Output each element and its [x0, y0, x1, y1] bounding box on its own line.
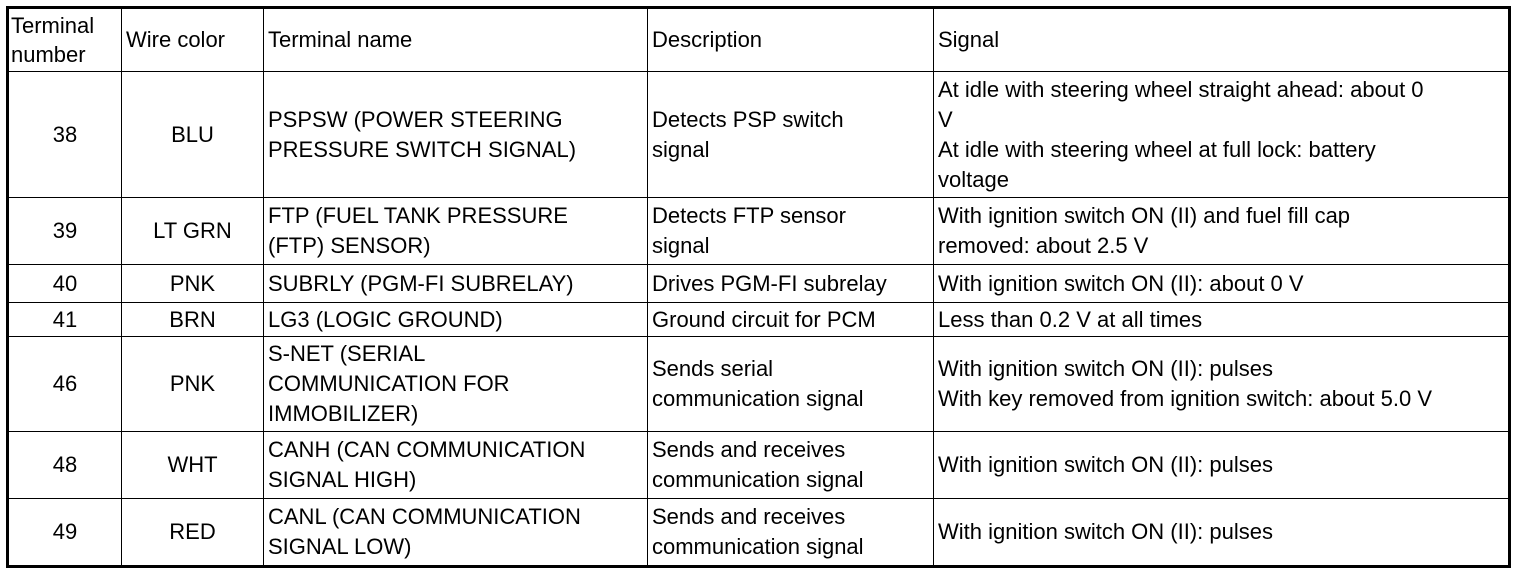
table-row: 46 PNK S-NET (SERIAL COMMUNICATION FOR I… [7, 336, 1510, 432]
terminal-number-cell: 38 [7, 71, 122, 198]
wire-color-cell: BRN [121, 302, 264, 337]
terminal-name-line: S-NET (SERIAL [268, 341, 426, 366]
table-row: 49 RED CANL (CAN COMMUNICATION SIGNAL LO… [7, 498, 1510, 567]
description-line: Sends serial [652, 356, 774, 381]
terminal-table-container: Terminal number Wire color Terminal name… [6, 6, 1511, 568]
description-cell: Sends and receives communication signal [647, 431, 934, 499]
description-line: communication signal [652, 386, 864, 411]
signal-cell: With ignition switch ON (II): pulses [933, 498, 1510, 567]
signal-line: With ignition switch ON (II): pulses [938, 519, 1273, 544]
terminal-name-cell: S-NET (SERIAL COMMUNICATION FOR IMMOBILI… [263, 336, 648, 432]
description-line: Sends and receives [652, 437, 846, 462]
wire-color-cell: WHT [121, 431, 264, 499]
signal-line: voltage [938, 166, 1009, 192]
signal-line: At idle with steering wheel straight ahe… [938, 76, 1424, 102]
description-cell: Sends and receives communication signal [647, 498, 934, 567]
description-line: communication signal [652, 534, 864, 559]
description-cell: Sends serial communication signal [647, 336, 934, 432]
terminal-name-line: CANL (CAN COMMUNICATION [268, 504, 581, 529]
terminal-name-cell: CANL (CAN COMMUNICATION SIGNAL LOW) [263, 498, 648, 567]
header-row: Terminal number Wire color Terminal name… [7, 7, 1510, 72]
signal-cell: With ignition switch ON (II): about 0 V [933, 264, 1510, 303]
terminal-name-cell: SUBRLY (PGM-FI SUBRELAY) [263, 264, 648, 303]
wire-color-cell: BLU [121, 71, 264, 198]
signal-line: removed: about 2.5 V [938, 233, 1149, 258]
header-wire-color: Wire color [121, 7, 264, 72]
description-line: signal [652, 136, 710, 162]
description-line: Ground circuit for PCM [652, 306, 876, 332]
signal-cell: With ignition switch ON (II) and fuel fi… [933, 197, 1510, 265]
terminal-name-cell: CANH (CAN COMMUNICATION SIGNAL HIGH) [263, 431, 648, 499]
description-cell: Detects PSP switch signal [647, 71, 934, 198]
table-row: 40 PNK SUBRLY (PGM-FI SUBRELAY) Drives P… [7, 264, 1510, 303]
signal-line: Less than 0.2 V at all times [938, 306, 1203, 332]
signal-cell: Less than 0.2 V at all times [933, 302, 1510, 337]
header-description: Description [647, 7, 934, 72]
terminal-name-line: SUBRLY (PGM-FI SUBRELAY) [268, 270, 574, 296]
description-line: Drives PGM-FI subrelay [652, 270, 887, 296]
description-line: communication signal [652, 467, 864, 492]
terminal-name-line: LG3 (LOGIC GROUND) [268, 306, 503, 332]
table-row: 48 WHT CANH (CAN COMMUNICATION SIGNAL HI… [7, 431, 1510, 499]
description-line: Sends and receives [652, 504, 846, 529]
description-cell: Ground circuit for PCM [647, 302, 934, 337]
terminal-name-line: PSPSW (POWER STEERING [268, 106, 563, 132]
signal-cell: At idle with steering wheel straight ahe… [933, 71, 1510, 198]
terminal-name-line: SIGNAL HIGH) [268, 467, 417, 492]
terminal-name-cell: LG3 (LOGIC GROUND) [263, 302, 648, 337]
signal-cell: With ignition switch ON (II): pulses Wit… [933, 336, 1510, 432]
table-row: 39 LT GRN FTP (FUEL TANK PRESSURE (FTP) … [7, 197, 1510, 265]
terminal-name-line: IMMOBILIZER) [268, 401, 419, 426]
wire-color-cell: LT GRN [121, 197, 264, 265]
terminal-name-cell: PSPSW (POWER STEERING PRESSURE SWITCH SI… [263, 71, 648, 198]
signal-line: With ignition switch ON (II): pulses [938, 452, 1273, 477]
terminal-name-line: SIGNAL LOW) [268, 534, 412, 559]
signal-line: With key removed from ignition switch: a… [938, 386, 1432, 411]
signal-cell: With ignition switch ON (II): pulses [933, 431, 1510, 499]
description-cell: Drives PGM-FI subrelay [647, 264, 934, 303]
terminal-number-cell: 49 [7, 498, 122, 567]
table-row: 41 BRN LG3 (LOGIC GROUND) Ground circuit… [7, 302, 1510, 337]
header-terminal-number-line1: Terminal [11, 13, 95, 38]
signal-line: With ignition switch ON (II): about 0 V [938, 270, 1304, 296]
table-row: 38 BLU PSPSW (POWER STEERING PRESSURE SW… [7, 71, 1510, 198]
description-line: Detects FTP sensor [652, 203, 846, 228]
signal-line: At idle with steering wheel at full lock… [938, 136, 1376, 162]
header-terminal-number-line2: number [11, 42, 86, 67]
header-terminal-name: Terminal name [263, 7, 648, 72]
wire-color-cell: RED [121, 498, 264, 567]
header-signal: Signal [933, 7, 1510, 72]
terminal-number-cell: 46 [7, 336, 122, 432]
description-cell: Detects FTP sensor signal [647, 197, 934, 265]
description-line: Detects PSP switch [652, 106, 844, 132]
signal-line: With ignition switch ON (II) and fuel fi… [938, 203, 1351, 228]
terminal-name-line: CANH (CAN COMMUNICATION [268, 437, 586, 462]
terminal-number-cell: 41 [7, 302, 122, 337]
header-terminal-number: Terminal number [7, 7, 122, 72]
signal-line: V [938, 106, 953, 132]
terminal-table: Terminal number Wire color Terminal name… [6, 6, 1511, 568]
terminal-name-cell: FTP (FUEL TANK PRESSURE (FTP) SENSOR) [263, 197, 648, 265]
terminal-number-cell: 48 [7, 431, 122, 499]
terminal-name-line: (FTP) SENSOR) [268, 233, 431, 258]
terminal-number-cell: 39 [7, 197, 122, 265]
signal-line: With ignition switch ON (II): pulses [938, 356, 1273, 381]
terminal-name-line: FTP (FUEL TANK PRESSURE [268, 203, 568, 228]
terminal-name-line: PRESSURE SWITCH SIGNAL) [268, 136, 577, 162]
terminal-number-cell: 40 [7, 264, 122, 303]
terminal-name-line: COMMUNICATION FOR [268, 371, 510, 396]
description-line: signal [652, 233, 710, 258]
wire-color-cell: PNK [121, 264, 264, 303]
wire-color-cell: PNK [121, 336, 264, 432]
